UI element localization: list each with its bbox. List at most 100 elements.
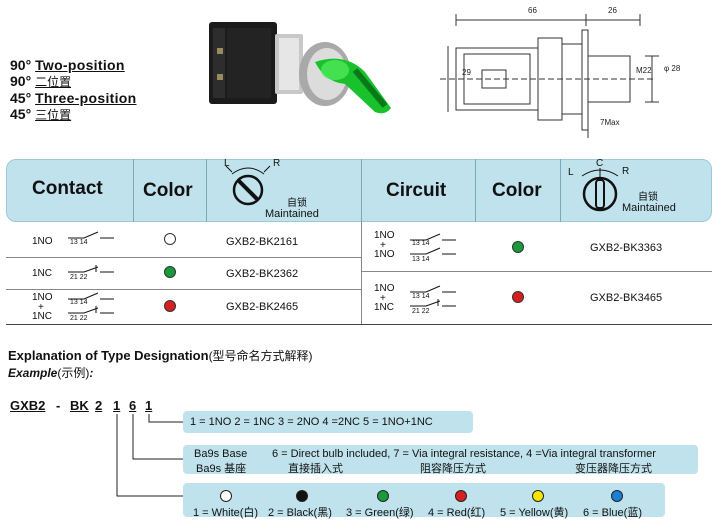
degree-label: 45°: [10, 106, 32, 122]
row3-contact-bottom: 1NC: [32, 311, 53, 322]
row3-pins-top: 13 14: [70, 299, 88, 306]
row2-color-dot: [164, 266, 176, 278]
dim-66: 66: [528, 6, 537, 15]
rrow2-pins-top: 13 14: [412, 293, 430, 300]
color-label-black: 2 = Black(黑): [268, 507, 332, 519]
header-contact: Contact: [32, 178, 103, 199]
code-2: 2: [95, 398, 103, 413]
row2-model: GXB2-BK2362: [226, 268, 299, 280]
dim-29: 29: [462, 68, 471, 77]
switch-product-photo: [209, 22, 391, 114]
header-color-right: Color: [492, 180, 542, 201]
no-nc-contact-symbol-right: [410, 285, 456, 307]
rrow2-plus: +: [380, 293, 386, 304]
color-dot-black: [296, 490, 308, 502]
degree-label: 45°: [10, 90, 32, 106]
nc-contact-symbol: [68, 265, 114, 273]
rrow1-pins-top: 13 14: [412, 240, 430, 247]
left-maintained: Maintained: [265, 208, 319, 220]
degree-label: 90°: [10, 73, 32, 89]
example-label: Example(示例):: [8, 364, 93, 381]
rrow1-plus: +: [380, 240, 386, 251]
band-contact-code: [183, 411, 473, 433]
right-lock-cn: 自锁: [638, 192, 658, 203]
color-label-red: 4 = Red(红): [428, 507, 486, 519]
color-label-white: 1 = White(白): [193, 507, 259, 519]
rrow2-top: 1NO: [374, 283, 395, 294]
color-label-blue: 6 = Blue(蓝): [583, 507, 642, 519]
row1-model: GXB2-BK2161: [226, 236, 299, 248]
left-lock-cn: 自锁: [287, 198, 307, 209]
band-bulb-cn1: 直接插入式: [288, 463, 343, 475]
dimension-drawing: [440, 14, 659, 138]
row3-model: GXB2-BK2465: [226, 301, 299, 313]
color-dot-blue: [611, 490, 623, 502]
left-l-label: L: [224, 158, 230, 169]
explanation-title-en: Explanation of Type Designation: [8, 348, 209, 363]
header-color-left: Color: [143, 180, 193, 201]
no-contact-symbol: [68, 231, 114, 239]
right-r-label: R: [622, 166, 630, 177]
band-base-cn: Ba9s 基座: [196, 463, 247, 475]
code-6: 6: [129, 398, 137, 413]
row1-contact: 1NO: [32, 236, 53, 247]
color-dot-green: [377, 490, 389, 502]
rrow2-color-dot: [512, 291, 524, 303]
row1-color-dot: [164, 233, 176, 245]
example-cn: (示例): [57, 366, 90, 380]
rrow1-top: 1NO: [374, 230, 395, 241]
example-colon: :: [89, 366, 94, 380]
color-label-green: 3 = Green(绿): [346, 507, 414, 519]
three-position-label: Three-position: [35, 90, 137, 106]
dim-26: 26: [608, 6, 617, 15]
two-position-label: Two-position: [35, 57, 125, 73]
row2-pins: 21 22: [70, 274, 88, 281]
explanation-title-cn: (型号命名方式解释): [208, 349, 313, 363]
color-dot-yellow: [532, 490, 544, 502]
code-dash: -: [56, 398, 61, 413]
rrow2-model: GXB2-BK3465: [590, 292, 663, 304]
pos-line-90-two: 90° Two-position: [10, 58, 125, 73]
row1-pins: 13 14: [70, 239, 88, 246]
no-no-contact-symbol: [410, 233, 456, 255]
color-dot-red: [455, 490, 467, 502]
band-color-code: [183, 483, 665, 517]
code-1b: 1: [145, 398, 153, 413]
example-en: Example: [8, 366, 58, 380]
band-bulb-cn3: 变压器降压方式: [575, 463, 652, 475]
right-maintained: Maintained: [622, 202, 676, 214]
code-1: 1: [113, 398, 121, 413]
three-position-cn-label: 三位置: [35, 108, 72, 122]
row2-contact: 1NC: [32, 268, 53, 279]
band-base-en: Ba9s Base: [194, 448, 248, 460]
band-bulb-code: [183, 445, 698, 474]
rrow1-pins-bottom: 13 14: [412, 256, 430, 263]
row3-pins-bottom: 21 22: [70, 315, 88, 322]
right-l-label: L: [568, 167, 574, 178]
rrow2-pins-bottom: 21 22: [412, 308, 430, 315]
rrow2-bottom: 1NC: [374, 302, 395, 313]
band-bulb-en: 6 = Direct bulb included, 7 = Via integr…: [272, 448, 656, 460]
table-header-band: [6, 159, 712, 222]
explanation-title: Explanation of Type Designation(型号命名方式解释…: [8, 347, 313, 364]
code-gxb2: GXB2: [10, 398, 46, 413]
dim-m22: M22: [636, 66, 652, 75]
right-c-label: C: [596, 158, 604, 169]
pos-line-45-cn: 45° 三位置: [10, 107, 71, 123]
two-position-selector-icon: [225, 165, 271, 206]
two-position-cn-label: 二位置: [35, 75, 72, 89]
dim-7max: 7Max: [600, 118, 620, 127]
rrow1-model: GXB2-BK3363: [590, 242, 663, 254]
row3-contact-top: 1NO: [32, 292, 53, 303]
pos-line-90-cn: 90° 二位置: [10, 74, 71, 90]
rrow1-bottom: 1NO: [374, 249, 395, 260]
left-r-label: R: [273, 158, 281, 169]
code-bk: BK: [70, 398, 89, 413]
band-bulb-cn2: 阻容降压方式: [420, 463, 486, 475]
three-position-selector-icon: [581, 168, 619, 212]
header-circuit: Circuit: [386, 180, 447, 201]
row3-color-dot: [164, 300, 176, 312]
row3-plus: +: [38, 302, 44, 313]
degree-label: 90°: [10, 57, 32, 73]
